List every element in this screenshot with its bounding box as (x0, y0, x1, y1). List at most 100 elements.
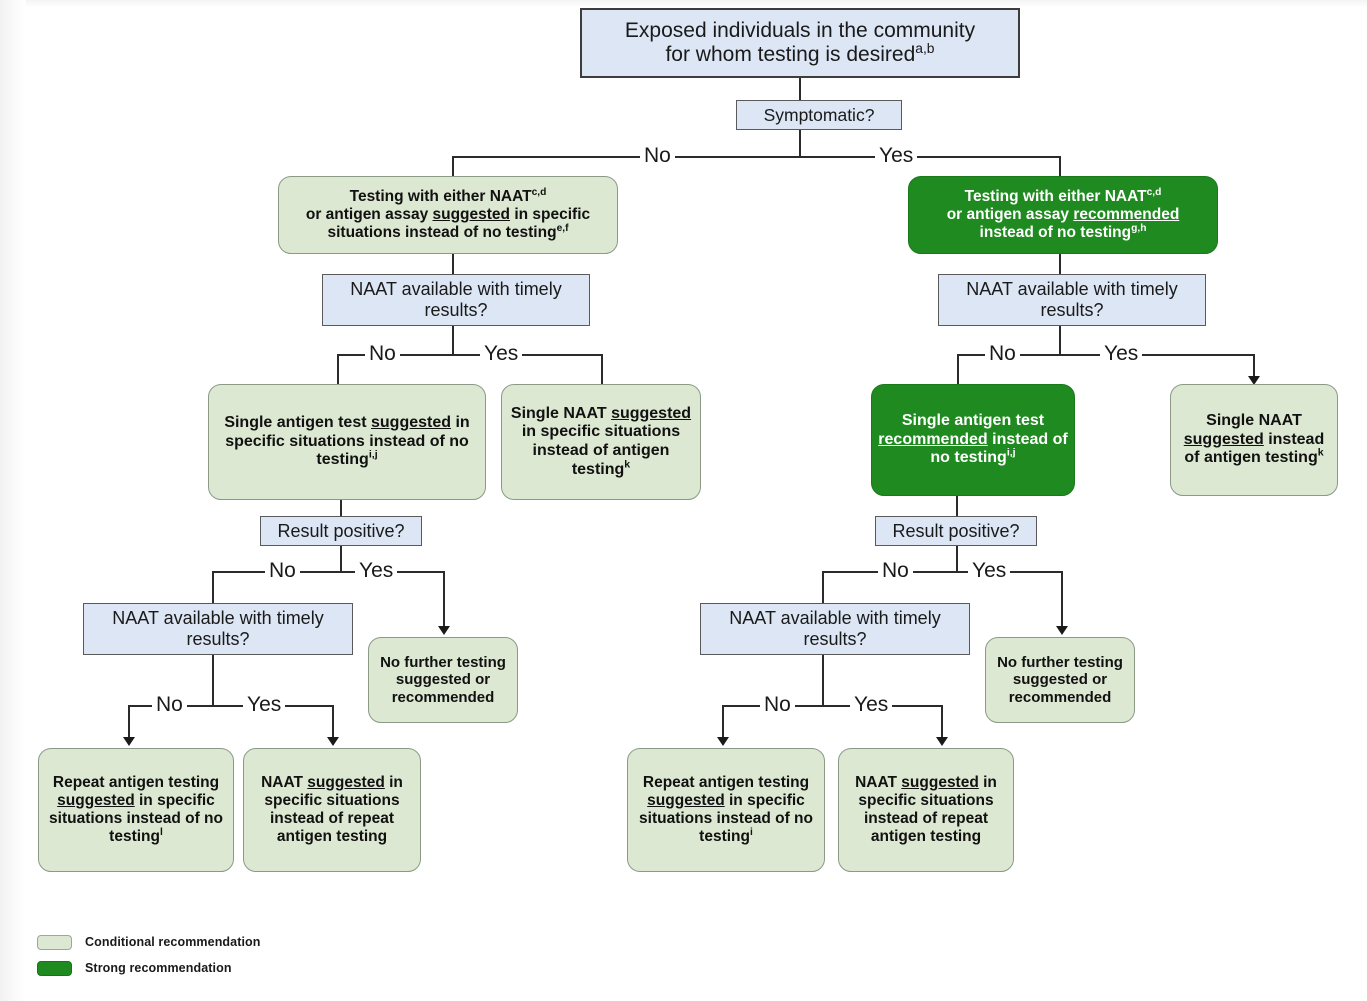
left-naat-available-label: NAAT available with timely results? (350, 279, 562, 320)
connector-left-naat2-yes-drop (332, 705, 334, 740)
right-single-naat-post: instead of antigen testing (1184, 430, 1325, 467)
right-single-antigen-pre: Single antigen test (901, 412, 1045, 430)
left-single-antigen-sup: i,j (368, 448, 378, 461)
left-no-further-label: No further testing suggested or recommen… (380, 653, 506, 706)
right-no-further-label: No further testing suggested or recommen… (997, 653, 1123, 706)
right-naat-repeat-post: in specific situations instead of repeat… (858, 774, 997, 845)
connector-right-naat2-split (722, 705, 942, 707)
edge-label-symptomatic-yes: Yes (875, 145, 918, 166)
connector-symptomatic-down (799, 130, 801, 156)
page-edge-shading-top (26, 0, 1367, 7)
connector-right-result-no-drop (822, 571, 824, 603)
connector-right-naat2-yes-drop (941, 705, 943, 740)
node-right-naat-available-question: NAAT available with timely results? (938, 274, 1206, 326)
connector-right-antigen-down (956, 496, 958, 516)
connector-left-naat-split (337, 354, 602, 356)
node-left-naat-repeat: NAAT suggested in specific situations in… (243, 748, 421, 872)
left-testing-post2: in specific (510, 206, 591, 224)
connector-left-result-yes-drop (443, 571, 445, 629)
left-naat-repeat-pre: NAAT (261, 774, 308, 792)
connector-right-testing-down (1059, 254, 1061, 274)
right-single-antigen-sup: i,j (1006, 446, 1016, 459)
legend-swatch-conditional (37, 934, 72, 950)
right-repeat-antigen-emph: suggested (647, 792, 725, 810)
connector-left-naat2-down (212, 655, 214, 705)
node-left-testing-recommendation: Testing with either NAATc,d or antigen a… (278, 176, 618, 254)
right-repeat-antigen-sup: i (749, 826, 753, 838)
node-symptomatic-question: Symptomatic? (736, 100, 902, 130)
connector-left-naat2-no-drop (128, 705, 130, 740)
arrow-left-result-yes (438, 626, 450, 635)
connector-symptomatic-left-drop (452, 156, 454, 176)
connector-symptomatic-split (452, 156, 1060, 158)
node-left-single-antigen: Single antigen test suggested in specifi… (208, 384, 486, 500)
left-naat-available-2-label: NAAT available with timely results? (112, 608, 324, 649)
right-naat-repeat-pre: NAAT (855, 774, 902, 792)
connector-left-naat-down (452, 326, 454, 354)
left-testing-pre3: situations instead of no testing (327, 223, 557, 241)
left-single-naat-pre: Single NAAT (510, 404, 612, 422)
node-right-single-naat: Single NAAT suggested instead of antigen… (1170, 384, 1338, 496)
edge-label-symptomatic-no: No (640, 145, 675, 166)
connector-right-result-yes-drop (1061, 571, 1063, 629)
right-testing-sup1: c,d (1146, 186, 1162, 198)
connector-right-naat-down (1059, 326, 1061, 354)
connector-left-naat2-split (128, 705, 333, 707)
right-testing-pre2: or antigen assay (946, 206, 1074, 224)
right-single-naat-sup: k (1317, 446, 1324, 459)
node-start: Exposed individuals in the community for… (580, 8, 1020, 78)
page-edge-shading-left (0, 0, 26, 1001)
right-naat-available-2-label: NAAT available with timely results? (729, 608, 941, 649)
left-single-naat-post: in specific situations instead of antige… (521, 423, 681, 478)
right-testing-sup3: g,h (1131, 222, 1147, 234)
edge-label-right-naat2-no: No (760, 694, 795, 715)
node-right-naat-available-question-2: NAAT available with timely results? (700, 603, 970, 655)
arrow-right-naat-yes (1248, 376, 1260, 385)
node-left-repeat-antigen: Repeat antigen testing suggested in spec… (38, 748, 234, 872)
node-right-repeat-antigen: Repeat antigen testing suggested in spec… (627, 748, 825, 872)
left-repeat-antigen-post: in specific situations instead of no tes… (49, 792, 223, 845)
arrow-left-naat2-yes (327, 737, 339, 746)
legend-row-conditional: Conditional recommendation (37, 932, 261, 952)
left-testing-sup3: e,f (556, 222, 569, 234)
right-single-naat-pre: Single NAAT (1206, 412, 1302, 430)
left-repeat-antigen-pre: Repeat antigen testing (52, 774, 220, 792)
legend: Conditional recommendation Strong recomm… (37, 932, 261, 984)
edge-label-left-naat-no: No (365, 343, 400, 364)
left-naat-repeat-post: in specific situations instead of repeat… (264, 774, 403, 845)
node-left-single-naat: Single NAAT suggested in specific situat… (501, 384, 701, 500)
right-single-antigen-emph: recommended (878, 430, 988, 448)
right-result-positive-label: Result positive? (892, 520, 1020, 541)
edge-label-left-naat-yes: Yes (480, 343, 523, 364)
edge-label-left-naat2-no: No (152, 694, 187, 715)
start-line1: Exposed individuals in the community (624, 18, 976, 42)
edge-label-left-result-yes: Yes (355, 560, 398, 581)
left-repeat-antigen-emph: suggested (57, 792, 135, 810)
node-right-result-positive-question: Result positive? (875, 516, 1037, 546)
right-repeat-antigen-pre: Repeat antigen testing (642, 774, 810, 792)
connector-symptomatic-right-drop (1059, 156, 1061, 176)
connector-left-antigen-down (340, 500, 342, 516)
node-left-no-further-testing: No further testing suggested or recommen… (368, 637, 518, 723)
connector-right-naat2-no-drop (722, 705, 724, 740)
connector-left-result-split (212, 571, 444, 573)
node-right-naat-repeat: NAAT suggested in specific situations in… (838, 748, 1014, 872)
left-single-antigen-emph: suggested (371, 414, 452, 432)
connector-left-result-down (340, 546, 342, 571)
connector-right-naat2-down (822, 655, 824, 705)
edge-label-left-result-no: No (265, 560, 300, 581)
node-right-no-further-testing: No further testing suggested or recommen… (985, 637, 1135, 723)
start-line2: for whom testing is desired (665, 43, 916, 66)
connector-right-result-split (822, 571, 1062, 573)
connector-right-naat-no-drop (957, 354, 959, 384)
edge-label-right-naat-yes: Yes (1100, 343, 1143, 364)
arrow-right-naat2-no (717, 737, 729, 746)
connector-right-naat-yes-drop (1253, 354, 1255, 380)
right-naat-available-label: NAAT available with timely results? (966, 279, 1178, 320)
left-naat-repeat-emph: suggested (307, 774, 385, 792)
left-testing-pre1: Testing with either NAAT (349, 188, 532, 206)
right-testing-emph: recommended (1073, 206, 1180, 224)
left-testing-emph: suggested (432, 206, 511, 224)
edge-label-left-naat2-yes: Yes (243, 694, 286, 715)
connector-start-to-symptomatic (799, 78, 801, 100)
